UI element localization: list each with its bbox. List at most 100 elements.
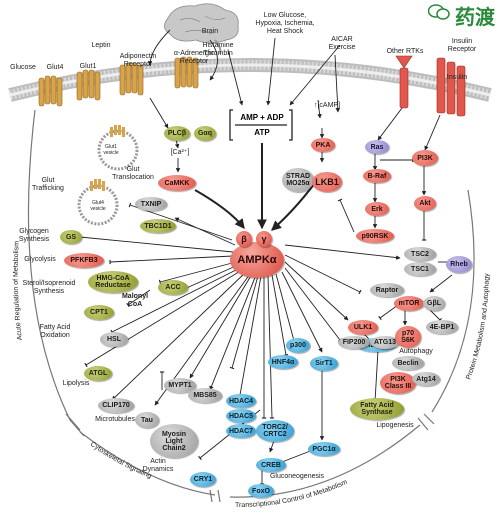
glycolysis-label: Glycolysis xyxy=(24,256,56,263)
other-rtks-label: Other RTKs xyxy=(386,48,424,55)
glucose-transporters xyxy=(38,56,199,107)
hmgcoa-node[interactable]: HMG-CoA Reductase xyxy=(88,271,138,293)
autophagy-label: Autophagy xyxy=(399,348,433,355)
sirt1-node[interactable]: SirT1 xyxy=(310,356,338,371)
insulin-receptor-label: Insulin Receptor xyxy=(447,38,477,53)
lipogenesis-label: Lipogenesis xyxy=(376,422,414,429)
beclin-node[interactable]: Beclin xyxy=(392,356,424,370)
glycogen-synthesis-label: Glycogen Synthesis xyxy=(18,228,50,243)
mypt1-node[interactable]: MYPT1 xyxy=(164,378,196,393)
camkk-node[interactable]: CaMKK xyxy=(158,175,196,191)
fatty-acid-oxidation-label: Fatty Acid Oxidation xyxy=(39,324,71,339)
gaq-node[interactable]: Gαq xyxy=(194,126,216,141)
tsc2-node[interactable]: TSC2 xyxy=(404,247,436,261)
glut-trafficking-label: Glut Trafficking xyxy=(32,177,64,192)
akt-node[interactable]: Akt xyxy=(414,196,436,211)
cell-membrane xyxy=(8,58,492,102)
tbc1d1-node[interactable]: TBC1D1 xyxy=(140,219,176,233)
atg13-node[interactable]: ATG13 xyxy=(370,336,400,349)
atgl-node[interactable]: ATGL xyxy=(84,366,112,381)
pi3k-node[interactable]: PI3K xyxy=(412,150,438,166)
alpha-adrenergic-label: α-Adrenergic Receptor xyxy=(173,50,215,65)
energy-bracket xyxy=(229,109,293,141)
cry1-node[interactable]: CRY1 xyxy=(190,472,216,487)
hdac5-node[interactable]: HDAC5 xyxy=(226,409,256,423)
p90rsk-node[interactable]: p90RSK xyxy=(356,229,394,243)
gluconeogenesis-label: Gluconeogenesis xyxy=(269,473,325,480)
hdac4-node[interactable]: HDAC4 xyxy=(226,394,256,408)
sterol-synthesis-label: Sterol/Isoprenoid Synthesis xyxy=(22,280,76,295)
erk-node[interactable]: Erk xyxy=(365,202,389,216)
p70-s6k-node[interactable]: p70 S6K xyxy=(395,326,421,348)
foxo-node[interactable]: FoxO xyxy=(248,484,274,498)
pka-node[interactable]: PKA xyxy=(311,138,335,152)
hdac7-node[interactable]: HDAC7 xyxy=(226,424,256,438)
pathway-edges xyxy=(79,29,453,485)
watermark-text: 药渡 xyxy=(455,7,495,29)
lipolysis-label: Lipolysis xyxy=(62,380,90,387)
tsc1-node[interactable]: TSC1 xyxy=(404,262,436,276)
stress-label: Low Glucose, Hypoxia, Ischemia, Heat Sho… xyxy=(255,12,315,35)
aicar-label: AICAR Exercise xyxy=(328,36,356,51)
ampk-gamma-subunit[interactable]: γ xyxy=(256,231,272,247)
rheb-node[interactable]: Rheb xyxy=(446,256,472,273)
atp-text: ATP xyxy=(254,128,270,137)
plc-beta-node[interactable]: PLCβ xyxy=(164,126,190,141)
glut4-label: Glut4 xyxy=(46,64,64,71)
myosin-light-chain2-node[interactable]: Myosin Light Chain2 xyxy=(150,424,198,458)
glut4-vesicle-label: Glut4 vesicle xyxy=(90,200,106,212)
calcium-label: [Ca²⁺] xyxy=(170,149,190,156)
lkb1-node[interactable]: LKB1 xyxy=(312,172,342,192)
glut1-vesicle xyxy=(97,125,139,171)
braf-node[interactable]: B-Raf xyxy=(363,169,391,183)
outer-arcs xyxy=(27,109,475,498)
p300-node[interactable]: p300 xyxy=(286,338,310,353)
other-rtks-receptor xyxy=(395,55,413,109)
pgc1a-node[interactable]: PGC1α xyxy=(308,442,340,456)
torc2-node[interactable]: TORC2/ CRTC2 xyxy=(256,420,294,442)
brain-icon xyxy=(164,3,239,55)
glycogen-synthase-node[interactable]: GS xyxy=(60,230,82,244)
strad-mo25-node[interactable]: STRAD MO25α xyxy=(282,168,314,192)
4ebp1-node[interactable]: 4E-BP1 xyxy=(426,320,458,334)
raptor-node[interactable]: Raptor xyxy=(370,283,404,297)
insulin-receptor xyxy=(436,57,466,117)
histamine-label: Histamine Thrombin xyxy=(202,42,234,57)
gbl-node[interactable]: GβL xyxy=(423,296,445,311)
clip170-node[interactable]: CLIP170 xyxy=(98,398,134,413)
glut-translocation-label: Glut Translocation xyxy=(112,166,154,181)
glut4-vesicle xyxy=(77,179,119,226)
mtor-node[interactable]: mTOR xyxy=(394,296,424,311)
malonyl-coa-label: Malonyl CoA xyxy=(121,293,149,308)
camp-label: ↑[cAMP] xyxy=(313,102,341,109)
glucose-label: Glucose xyxy=(10,64,36,71)
creb-node[interactable]: CREB xyxy=(256,458,286,472)
cpt1-node[interactable]: CPT1 xyxy=(84,305,114,320)
fip200-node[interactable]: FIP200 xyxy=(338,336,370,349)
leptin-label: Leptin xyxy=(91,42,111,49)
hnf4a-node[interactable]: HNF4α xyxy=(268,355,298,369)
pfkfb3-node[interactable]: PFKFB3 xyxy=(64,253,104,268)
ampk-alpha-node[interactable]: AMPKα xyxy=(230,242,284,278)
ampk-beta-subunit[interactable]: β xyxy=(236,231,252,247)
acc-node[interactable]: ACC xyxy=(158,280,188,295)
atg14-node[interactable]: Atg14 xyxy=(412,372,440,386)
fatty-acid-synthase-node[interactable]: Fatty Acid Synthase xyxy=(350,398,404,420)
actin-dynamics-label: Actin Dynamics xyxy=(142,458,174,473)
glut1-vesicle-label: Glut1 vesicle xyxy=(103,144,119,156)
insulin-label: Insulin xyxy=(446,74,468,81)
brain-label: Brain xyxy=(201,28,219,35)
wechat-icon xyxy=(428,4,450,20)
hsl-node[interactable]: HSL xyxy=(100,332,128,347)
microtubules-label: Microtubules xyxy=(95,416,135,423)
adiponectin-label: Adiponectin Receptor xyxy=(119,53,157,68)
glut1-label: Glut1 xyxy=(79,63,97,70)
ulk1-node[interactable]: ULK1 xyxy=(348,320,378,335)
pi3k-class3-node[interactable]: PI3K Class III xyxy=(380,372,416,394)
ras-node[interactable]: Ras xyxy=(365,140,389,154)
tau-node[interactable]: Tau xyxy=(135,412,159,428)
mbs85-node[interactable]: MBS85 xyxy=(188,388,222,403)
txnip-node[interactable]: TXNIP xyxy=(135,197,167,211)
